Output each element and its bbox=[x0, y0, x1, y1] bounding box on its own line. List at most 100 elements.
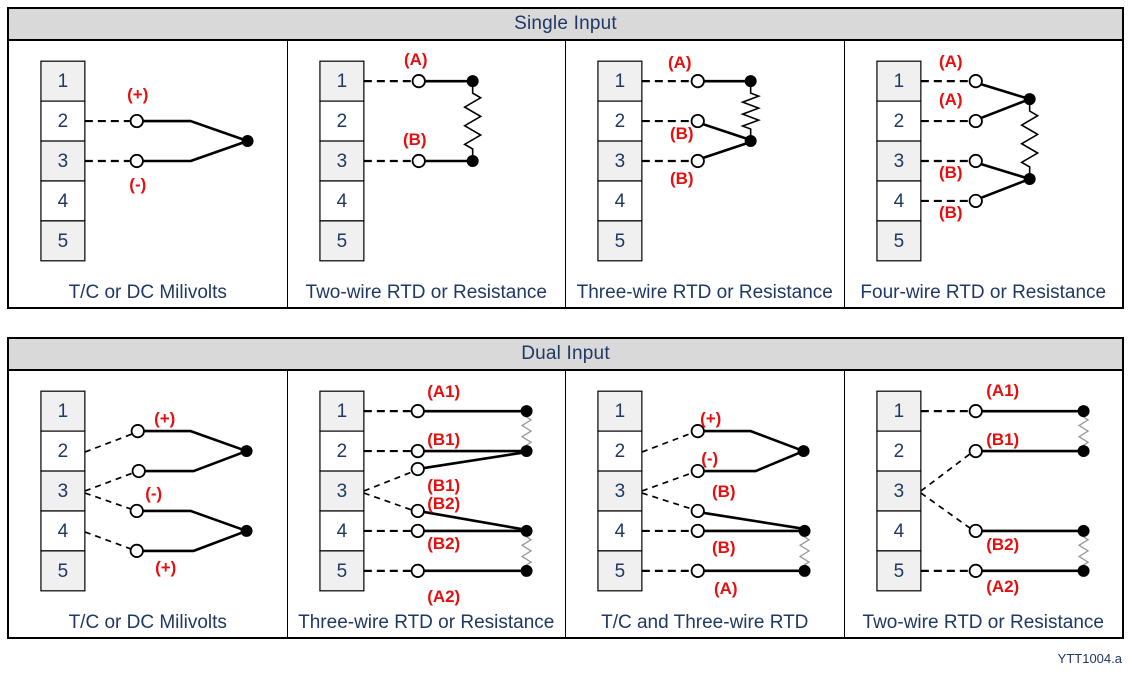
sensor-wire bbox=[978, 177, 1031, 200]
wire-label: (A) bbox=[939, 52, 963, 71]
panel-caption: T/C or DC Milivolts bbox=[68, 612, 227, 633]
terminal-number: 1 bbox=[615, 71, 626, 92]
terminal-number: 2 bbox=[615, 111, 626, 132]
connection-terminal-circle bbox=[968, 153, 983, 169]
terminal-cell bbox=[597, 180, 643, 222]
sensor-wire bbox=[702, 449, 805, 473]
junction-dot bbox=[520, 445, 533, 458]
wire-label: (+) bbox=[154, 409, 175, 428]
connection-terminal-circle bbox=[129, 153, 144, 169]
terminal-cell bbox=[597, 100, 643, 142]
junction-dot bbox=[520, 405, 533, 418]
terminal-number: 3 bbox=[615, 481, 626, 502]
wire-label: (A1) bbox=[986, 381, 1019, 400]
terminal-number: 1 bbox=[336, 401, 347, 422]
terminal-number: 3 bbox=[615, 151, 626, 172]
junction-dot bbox=[1077, 445, 1090, 458]
terminal-number: 5 bbox=[893, 561, 904, 582]
wire-label: (+) bbox=[700, 409, 721, 428]
sensor-wire bbox=[143, 449, 248, 473]
junction-dot bbox=[1077, 564, 1090, 577]
terminal-cell bbox=[875, 430, 921, 472]
connection-terminal-circle bbox=[129, 503, 144, 519]
terminal-cell bbox=[597, 220, 643, 262]
terminal-number: 5 bbox=[893, 231, 904, 252]
terminal-cell bbox=[40, 390, 86, 432]
wire-label: (-) bbox=[145, 484, 162, 503]
wire-label: (-) bbox=[129, 175, 146, 194]
terminal-cell bbox=[597, 550, 643, 592]
dual-input-title: Dual Input bbox=[521, 343, 610, 364]
junction-dot bbox=[1077, 524, 1090, 537]
terminal-cell bbox=[875, 220, 921, 262]
sensor-wire bbox=[421, 510, 528, 532]
dashed-lead-wire bbox=[641, 492, 693, 510]
wire-label: (B1) bbox=[427, 476, 460, 495]
dashed-lead-wire bbox=[84, 472, 134, 492]
terminal-cell bbox=[875, 100, 921, 142]
wire-label: (B) bbox=[712, 538, 736, 557]
dashed-lead-wire bbox=[641, 472, 693, 492]
terminal-number: 3 bbox=[893, 481, 904, 502]
connection-terminal-circle bbox=[968, 74, 983, 89]
connection-terminal-circle bbox=[410, 461, 425, 477]
wire-label: (B2) bbox=[427, 534, 460, 553]
dashed-lead-wire bbox=[919, 492, 970, 529]
wire-label: (+) bbox=[127, 85, 148, 104]
wire-label: (B2) bbox=[427, 494, 460, 513]
terminal-cell bbox=[40, 550, 86, 592]
wire-label: (A) bbox=[668, 53, 692, 72]
terminal-cell bbox=[40, 220, 86, 262]
terminal-number: 4 bbox=[58, 521, 69, 542]
wire-label: (A2) bbox=[427, 587, 460, 606]
terminal-number: 3 bbox=[336, 481, 347, 502]
resistor-symbol bbox=[520, 530, 532, 571]
wire-label: (B) bbox=[939, 163, 963, 182]
terminal-number: 4 bbox=[615, 521, 626, 542]
junction-dot bbox=[797, 445, 810, 458]
connection-terminal-circle bbox=[129, 113, 144, 129]
wire-label: (B) bbox=[402, 130, 426, 149]
dashed-lead-wire bbox=[919, 453, 970, 492]
dashed-lead-wire bbox=[363, 492, 412, 511]
sensor-wire bbox=[978, 97, 1031, 120]
wire-label: (A) bbox=[714, 579, 738, 598]
junction-dot bbox=[240, 524, 253, 537]
terminal-cell bbox=[40, 510, 86, 552]
terminal-number: 5 bbox=[615, 231, 626, 252]
junction-dot bbox=[744, 75, 757, 88]
sensor-wire bbox=[141, 509, 248, 533]
wire-label: (B) bbox=[939, 203, 963, 222]
dashed-lead-wire bbox=[84, 531, 132, 550]
terminal-number: 3 bbox=[336, 151, 347, 172]
junction-dot bbox=[1023, 172, 1036, 185]
terminal-cell bbox=[597, 470, 643, 512]
terminal-cell bbox=[318, 220, 364, 262]
connection-terminal-circle bbox=[410, 563, 425, 578]
terminal-number: 5 bbox=[336, 231, 347, 252]
sensor-wire bbox=[141, 529, 248, 553]
terminal-cell bbox=[875, 390, 921, 432]
terminal-number: 4 bbox=[893, 521, 904, 542]
terminal-cell bbox=[875, 60, 921, 102]
terminal-cell bbox=[318, 430, 364, 472]
connection-terminal-circle bbox=[968, 443, 983, 459]
terminal-number: 5 bbox=[58, 231, 69, 252]
terminal-cell bbox=[318, 180, 364, 222]
resistor-symbol bbox=[1077, 411, 1089, 452]
junction-dot bbox=[520, 524, 533, 537]
panel-caption: Four-wire RTD or Resistance bbox=[860, 282, 1107, 303]
wire-label: (B1) bbox=[427, 430, 460, 449]
wire-label: (A) bbox=[403, 50, 427, 69]
sensor-wire bbox=[142, 429, 248, 453]
terminal-number: 2 bbox=[893, 441, 904, 462]
terminal-number: 4 bbox=[336, 191, 347, 212]
resistor-symbol bbox=[798, 530, 811, 571]
